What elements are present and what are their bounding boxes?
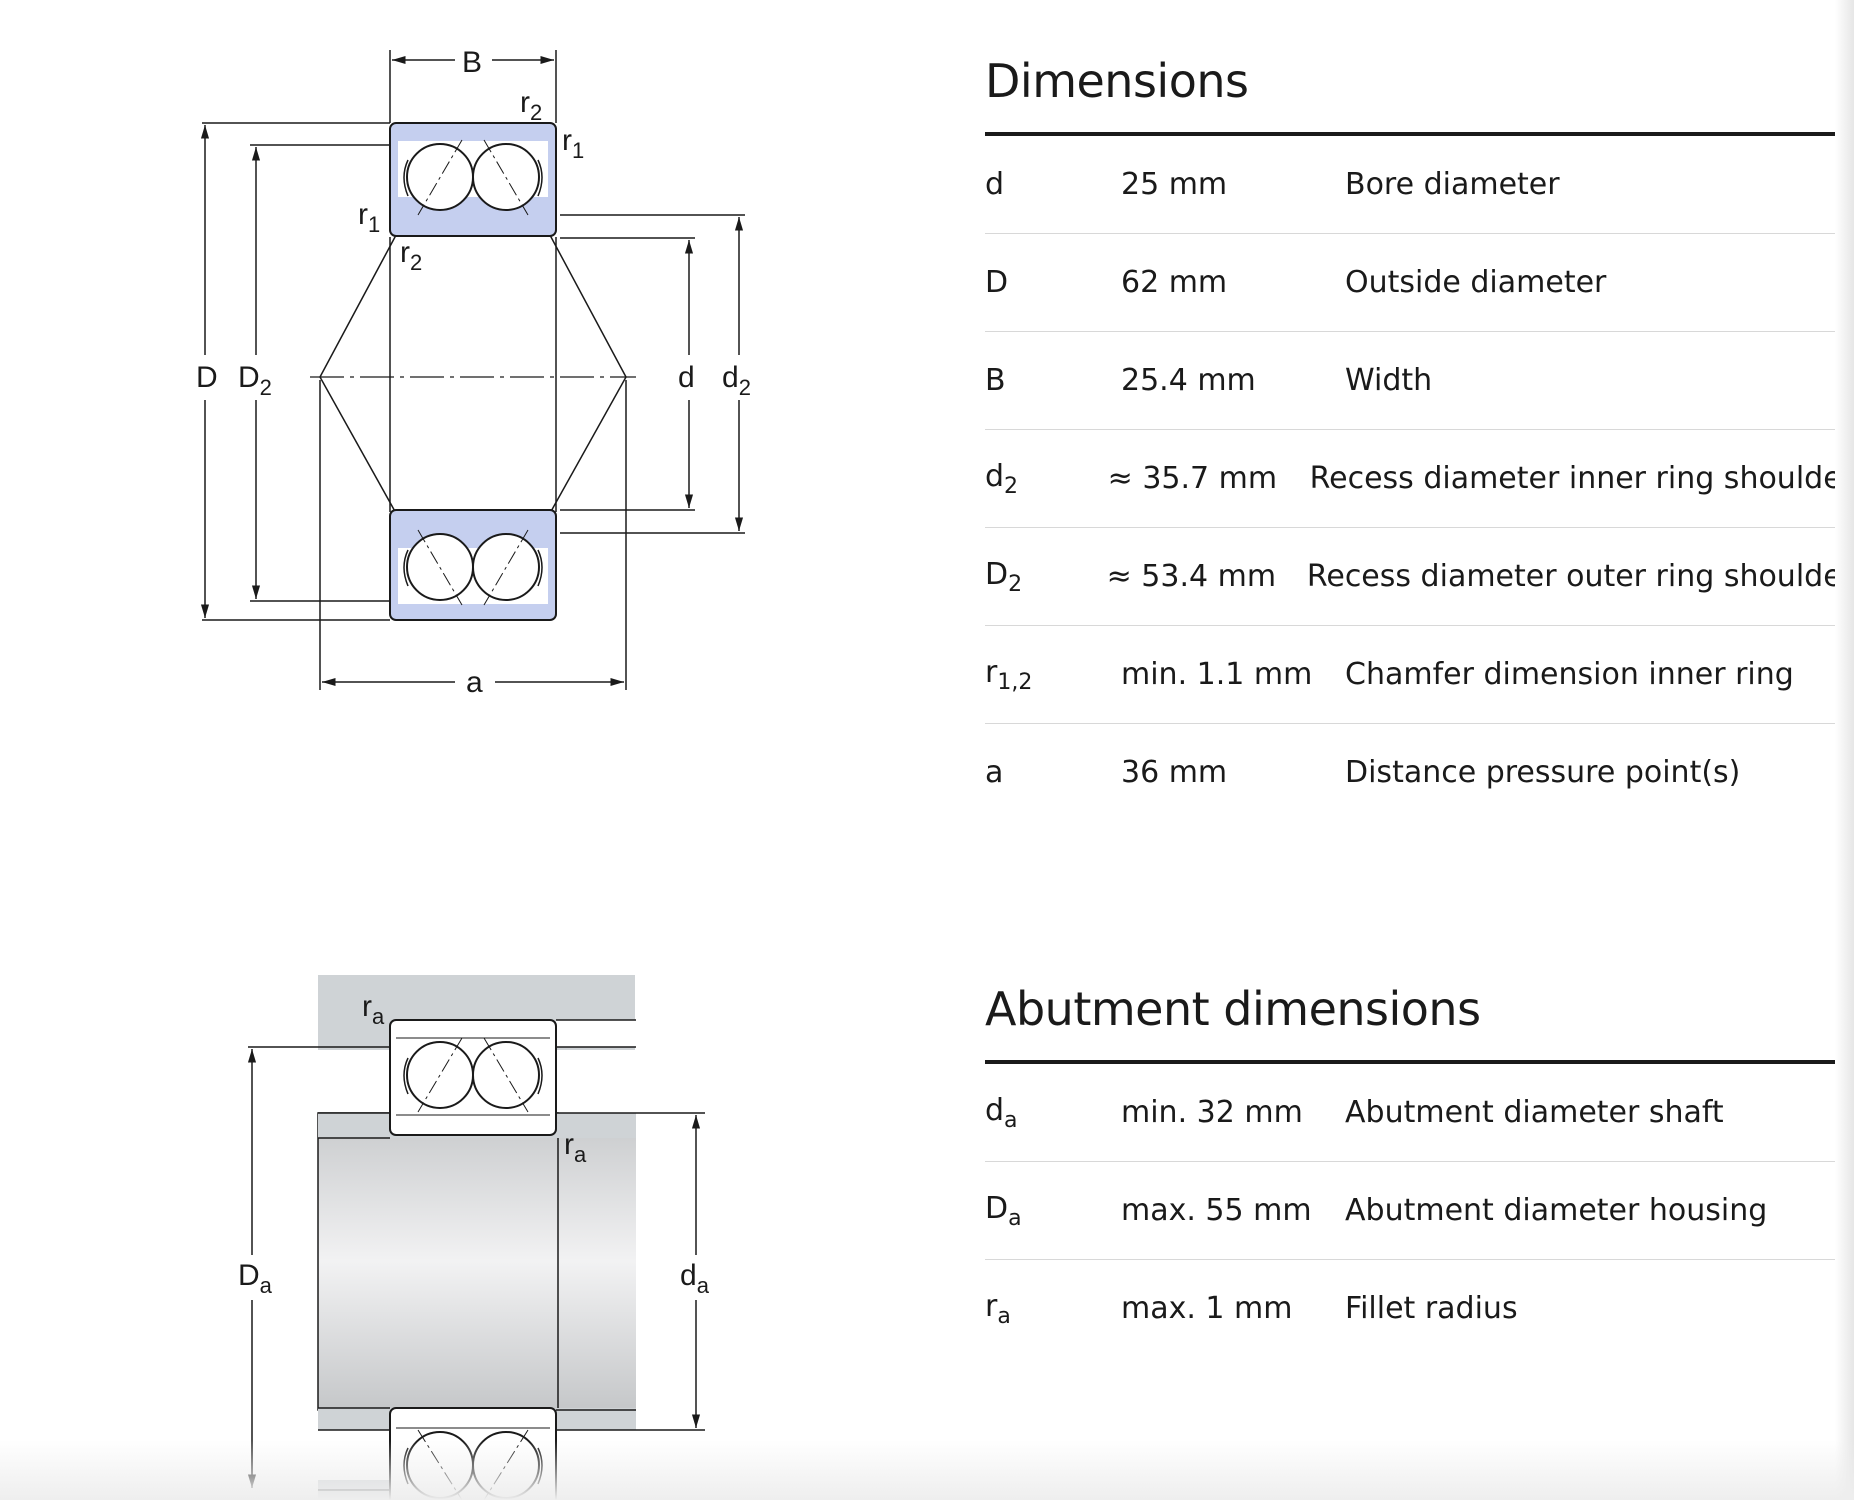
symbol-letter: D	[985, 265, 1009, 300]
dimension-value: 62 mm	[1121, 265, 1228, 300]
label-d2: d2	[722, 361, 751, 400]
label-D: D	[196, 361, 218, 394]
table-row: d 25 mm Bore diameter	[985, 136, 1854, 234]
label-da: da	[680, 1259, 710, 1298]
dimension-description: Distance pressure point(s)	[1345, 755, 1741, 790]
symbol-subscript: 1,2	[997, 669, 1033, 695]
label-ra-top: ra	[362, 990, 385, 1029]
symbol-letter: a	[985, 755, 1004, 790]
dimension-symbol: r1,2	[985, 655, 1121, 695]
table-row: B 25.4 mm Width	[985, 332, 1854, 430]
dimension-description: Bore diameter	[1345, 167, 1560, 202]
label-r1-top: r1	[562, 124, 584, 163]
symbol-letter: B	[985, 363, 1006, 398]
bearing-section-top	[389, 122, 557, 237]
abutment-drawing: ra ra Da da	[232, 975, 726, 1500]
symbol-subscript: 2	[1004, 473, 1019, 499]
bearing-section-bottom	[389, 509, 557, 621]
dimension-symbol: a	[985, 755, 1121, 790]
table-row: D 62 mm Outside diameter	[985, 234, 1854, 332]
symbol-letter: D	[985, 1190, 1009, 1226]
dimension-description: Abutment diameter housing	[1345, 1193, 1768, 1228]
dimension-description: Width	[1345, 363, 1433, 398]
symbol-subscript: a	[1008, 1205, 1022, 1231]
symbol-letter: d	[985, 458, 1005, 494]
label-ra-right: ra	[564, 1128, 587, 1167]
dimension-symbol: D2	[985, 557, 1107, 597]
dimension-value: 25.4 mm	[1121, 363, 1256, 398]
dimension-description: Chamfer dimension inner ring	[1345, 657, 1794, 692]
dimension-symbol: d	[985, 167, 1121, 202]
label-a: a	[466, 666, 483, 699]
dimension-symbol: D	[985, 265, 1121, 300]
label-r2-top: r2	[520, 86, 542, 125]
symbol-subscript: 2	[1008, 571, 1023, 597]
dimension-symbol: Da	[985, 1191, 1121, 1231]
bottom-edge-fade	[0, 1440, 1854, 1500]
symbol-letter: d	[985, 167, 1005, 202]
symbol-subscript: a	[1004, 1107, 1018, 1133]
symbol-subscript: a	[997, 1303, 1011, 1329]
label-r2-left: r2	[400, 236, 422, 275]
bearing-dimension-drawing: B r2 r1 r1 r2 D D2 d d2 a	[190, 42, 758, 700]
label-D2: D2	[238, 361, 272, 400]
dimension-description: Outside diameter	[1345, 265, 1607, 300]
dimension-description: Recess diameter outer ring shoulder	[1306, 559, 1854, 594]
table-row: a 36 mm Distance pressure point(s)	[985, 724, 1854, 821]
dimension-value: min. 1.1 mm	[1121, 657, 1313, 692]
section-title: Dimensions	[985, 40, 1854, 136]
label-B: B	[462, 46, 482, 79]
abutment-bearing-top	[389, 1019, 557, 1136]
dimension-symbol: d2	[985, 459, 1108, 499]
dimension-symbol: da	[985, 1093, 1121, 1133]
dimension-value: 36 mm	[1121, 755, 1228, 790]
dimension-value: ≈ 35.7 mm	[1107, 461, 1278, 496]
dimension-value: min. 32 mm	[1121, 1095, 1303, 1130]
dimension-description: Abutment diameter shaft	[1345, 1095, 1724, 1130]
dimension-symbol: B	[985, 363, 1121, 398]
label-Da: Da	[238, 1259, 273, 1298]
right-edge-shadow	[1835, 0, 1854, 1500]
symbol-letter: r	[985, 654, 998, 690]
dimension-value: ≈ 53.4 mm	[1106, 559, 1277, 594]
label-d: d	[678, 361, 695, 394]
dimension-description: Fillet radius	[1345, 1291, 1518, 1326]
dimension-value: 25 mm	[1121, 167, 1228, 202]
dimension-symbol: ra	[985, 1289, 1121, 1329]
label-r1-left: r1	[358, 198, 380, 237]
symbol-letter: d	[985, 1092, 1005, 1128]
section-title: Abutment dimensions	[985, 968, 1854, 1064]
dimension-description: Recess diameter inner ring shoulder	[1309, 461, 1854, 496]
dimension-value: max. 55 mm	[1121, 1193, 1312, 1228]
symbol-letter: D	[985, 556, 1009, 592]
dimension-value: max. 1 mm	[1121, 1291, 1293, 1326]
symbol-letter: r	[985, 1288, 998, 1324]
